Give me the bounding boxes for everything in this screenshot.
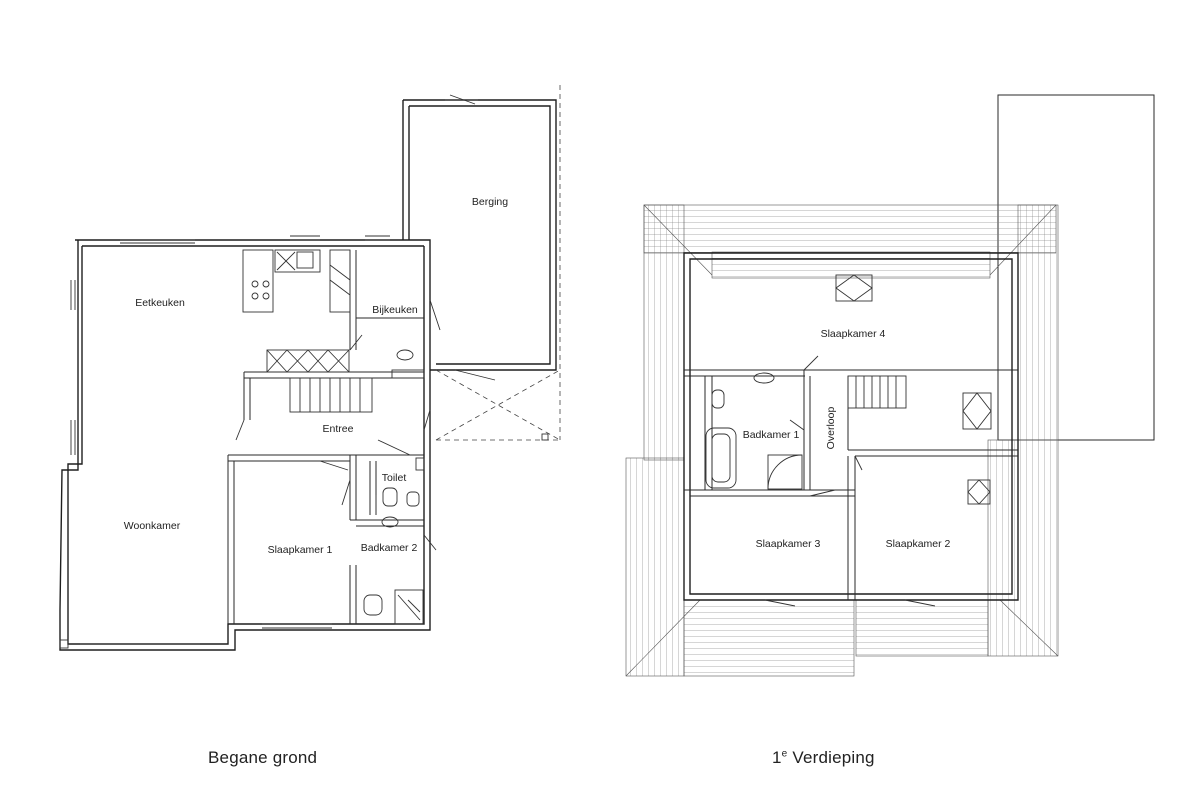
first-floor-room-labels: Slaapkamer 4 Badkamer 1 Overloop Slaapka… (743, 328, 951, 550)
first-floor-walls (683, 252, 1019, 601)
room-label-toilet: Toilet (382, 472, 407, 484)
room-label-badkamer-2: Badkamer 2 (361, 542, 418, 554)
caption-begane-grond: Begane grond (208, 748, 317, 768)
caption-verdieping-text: Verdieping (787, 748, 875, 767)
roof-hatching (625, 204, 1059, 677)
ground-floor-room-labels: Berging Eetkeuken Bijkeuken Entree Toile… (124, 196, 508, 556)
caption-verdieping: 1e Verdieping (772, 748, 875, 768)
room-label-overloop: Overloop (825, 407, 837, 450)
room-label-slaapkamer-4: Slaapkamer 4 (821, 328, 886, 340)
caption-begane-grond-text: Begane grond (208, 748, 318, 767)
room-label-slaapkamer-2: Slaapkamer 2 (886, 538, 951, 550)
toilet-fixtures (363, 349, 425, 625)
first-floor-plan: Slaapkamer 4 Badkamer 1 Overloop Slaapka… (625, 94, 1155, 677)
terrace-outline (997, 94, 1155, 441)
room-label-badkamer-1: Badkamer 1 (743, 429, 800, 441)
ground-floor-windows (59, 235, 390, 649)
ground-floor-outer-walls (59, 239, 431, 651)
ground-floor-doors (235, 299, 441, 613)
room-label-bijkeuken: Bijkeuken (372, 304, 418, 316)
first-floor-fixtures (705, 274, 992, 505)
caption-verdieping-number: 1 (772, 748, 782, 767)
room-label-slaapkamer-3: Slaapkamer 3 (756, 538, 821, 550)
room-label-woonkamer: Woonkamer (124, 520, 181, 532)
first-floor-doors (764, 355, 936, 607)
room-label-berging: Berging (472, 196, 508, 208)
room-label-slaapkamer-1: Slaapkamer 1 (268, 544, 333, 556)
room-label-eetkeuken: Eetkeuken (135, 297, 185, 309)
ground-floor-plan: Berging Eetkeuken Bijkeuken Entree Toile… (59, 85, 561, 651)
caption-verdieping-sup: e (781, 748, 788, 760)
room-label-entree: Entree (323, 423, 354, 435)
entree-stairs (289, 377, 373, 413)
berging-walls (402, 85, 561, 441)
kitchen-fixtures (242, 249, 351, 373)
ground-floor-interior-walls (227, 250, 424, 624)
